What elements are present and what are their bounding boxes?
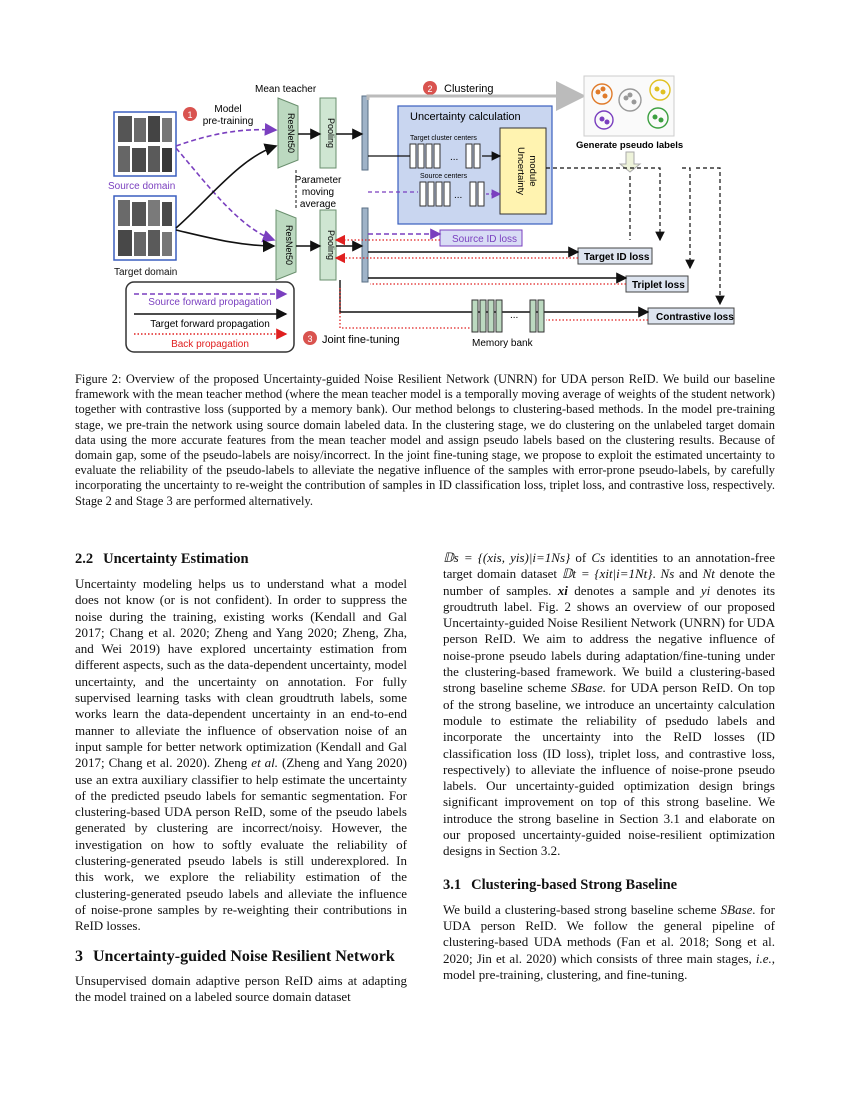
txt-2: identities to an annotation-free target … (443, 550, 775, 582)
strong-baseline-paragraph: We build a clustering-based strong basel… (443, 902, 775, 983)
section-3-1-title: Clustering-based Strong Baseline (471, 876, 678, 893)
sb-txt-3: , model pre-training, clustering, and fi… (443, 950, 775, 982)
math-cs: Cs (591, 550, 606, 565)
ie-term: i.e. (755, 950, 772, 966)
legend-back-label: Back propagation (171, 339, 249, 350)
target-center-bars (409, 143, 481, 169)
para-text-1: Uncertainty modeling helps us to underst… (75, 576, 407, 771)
section-3-1-heading: 3.1 Clustering-based Strong Baseline (443, 876, 775, 894)
architecture-diagram: Source domain Target domain 1 Model pre-… (108, 75, 735, 353)
target-domain-label: Target domain (114, 267, 177, 278)
section-3-paragraph: Unsupervised domain adaptive person ReID… (75, 972, 407, 1004)
resnet-top-label: ResNet50 (286, 113, 296, 153)
sb-txt-2: for UDA person ReID. We follow the gener… (443, 901, 775, 966)
resnet-top-block (277, 97, 299, 169)
legend-target-label: Target forward propagation (150, 319, 270, 330)
source-id-loss-label: Source ID loss (452, 234, 517, 245)
sbase-term-2: SBase. (720, 901, 756, 917)
txt-7: denotes its groudtruth label. Fig. 2 sho… (443, 582, 776, 696)
model-pretraining-label-2: pre-training (203, 116, 254, 127)
uncertainty-module-label-1: Uncertainty (515, 147, 526, 195)
target-domain-images (113, 195, 177, 261)
param-moving-label-3: average (300, 199, 337, 210)
math-target-dataset: 𝔻t = {xit|i=1Nt} (561, 566, 653, 582)
param-moving-label-1: Parameter (295, 175, 342, 186)
param-moving-label-2: moving (302, 187, 334, 198)
legend-box (125, 281, 295, 353)
para-et-al: et al. (251, 755, 279, 771)
section-3-heading: 3 Uncertainty-guided Noise Resilient Netw… (75, 947, 407, 967)
step-3-badge (303, 331, 317, 345)
source-domain-label: Source domain (108, 181, 175, 192)
source-domain-images (113, 111, 177, 177)
math-xi: xi (557, 582, 568, 598)
target-id-loss-label: Target ID loss (584, 252, 650, 263)
triplet-loss-label: Triplet loss (632, 280, 685, 291)
txt-1: of (570, 550, 592, 565)
memory-bank-dots: ... (510, 310, 518, 321)
section-3-title: Uncertainty-guided Noise Resilient Netwo… (93, 947, 395, 965)
target-centers-dots: ... (450, 152, 458, 163)
txt-8: for UDA person ReID. On top of the stron… (443, 680, 776, 859)
resnet-bottom-label: ResNet50 (284, 225, 294, 265)
step-2-number: 2 (427, 84, 432, 94)
txt-4: and (674, 566, 703, 582)
target-path-bottom (175, 229, 276, 253)
txt-6: denotes a sample and (567, 582, 701, 598)
math-nt: Nt (702, 566, 715, 582)
target-path-top (175, 143, 278, 229)
sbase-term-1: SBase. (570, 680, 607, 696)
memory-bank (471, 299, 545, 333)
pooling-bottom-label: Pooling (326, 230, 336, 260)
source-centers-dots: ... (454, 190, 462, 201)
section-2-2-number: 2.2 (75, 551, 94, 567)
pooling-top-label: Pooling (326, 118, 336, 148)
section-3-1-number: 3.1 (443, 876, 462, 893)
clustering-label: Clustering (444, 83, 494, 95)
source-path-top (175, 122, 278, 147)
uncertainty-module-label-2: module (527, 155, 538, 186)
right-column: 𝔻s = {(xis, yis)|i=1Ns} of Cs identities… (443, 550, 775, 983)
math-ns: Ns (660, 566, 675, 582)
model-pretraining-label-1: Model (214, 104, 241, 115)
legend-source-label: Source forward propagation (148, 297, 271, 308)
uncertainty-calc-label: Uncertainty calculation (410, 111, 521, 123)
step-1-badge (183, 107, 197, 121)
clustering-arrow (366, 81, 586, 111)
source-center-bars (419, 181, 485, 207)
step-1-number: 1 (187, 110, 192, 120)
math-source-dataset: 𝔻s = {(xis, yis)|i=1Ns} (443, 550, 571, 565)
cluster-visualization (583, 75, 675, 137)
contrastive-loss-label: Contrastive loss (656, 312, 734, 323)
sb-txt-1: We build a clustering-based strong basel… (443, 901, 721, 917)
section-3-number: 3 (75, 947, 83, 965)
source-path-bottom (175, 147, 276, 243)
txt-5: denote the number of samples. (443, 566, 775, 598)
generate-pseudo-label: Generate pseudo labels (576, 140, 683, 151)
pseudo-arrow (618, 151, 642, 173)
feature-bottom-bar (361, 207, 369, 283)
mean-teacher-label: Mean teacher (255, 84, 317, 95)
step-3-number: 3 (307, 334, 312, 344)
memory-bank-label: Memory bank (472, 338, 534, 349)
section-2-2-title: Uncertainty Estimation (103, 551, 249, 567)
txt-3: . (652, 566, 661, 582)
source-centers-label: Source centers (420, 173, 468, 180)
joint-finetuning-label: Joint fine-tuning (322, 334, 400, 346)
uncertainty-estimation-paragraph: Uncertainty modeling helps us to underst… (75, 576, 407, 935)
resnet-bottom-block (275, 209, 297, 281)
dataset-definition-paragraph: 𝔻s = {(xis, yis)|i=1Ns} of Cs identities… (443, 550, 775, 860)
uncertainty-module-box (499, 127, 547, 215)
feature-top-bar (361, 95, 369, 171)
figure-caption: Figure 2: Overview of the proposed Uncer… (75, 372, 775, 508)
step-2-badge (423, 81, 437, 95)
target-cluster-centers-label: Target cluster centers (410, 135, 477, 142)
section-2-2-heading: 2.2 Uncertainty Estimation (75, 550, 407, 568)
para-text-2: (Zheng and Yang 2020) use an extra auxil… (75, 755, 407, 934)
left-column: 2.2 Uncertainty Estimation Uncertainty mo… (75, 550, 407, 1005)
math-yi: yi (700, 582, 711, 598)
